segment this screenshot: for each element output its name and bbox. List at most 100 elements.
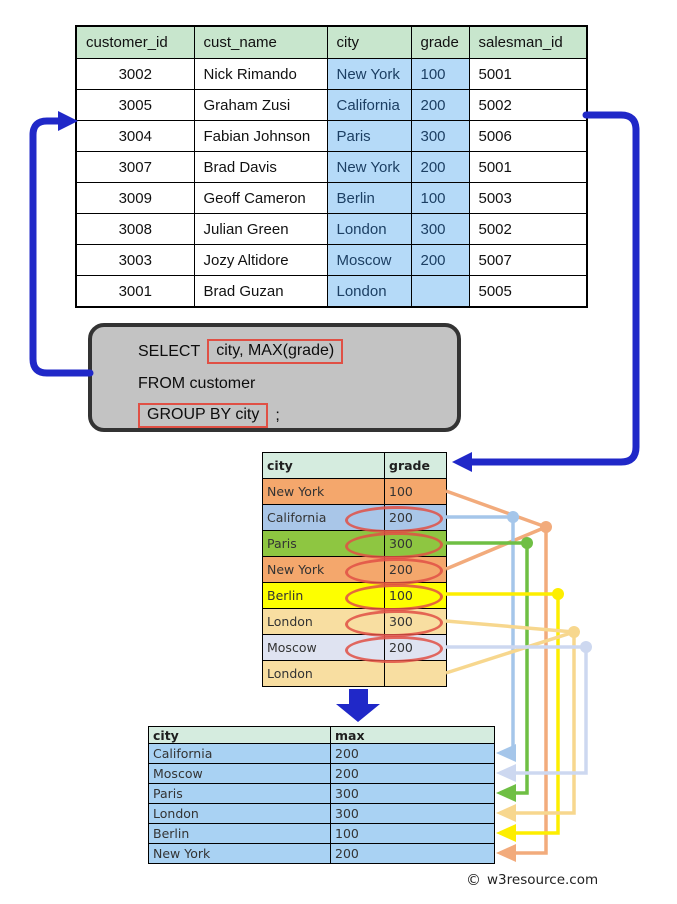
connector-california-arrowhead: [496, 744, 516, 762]
table-row: 3003 Jozy Altidore Moscow 200 5007: [75, 244, 588, 276]
cell-grade: 300: [410, 213, 470, 245]
table-row: Berlin 100: [148, 823, 495, 844]
table-row: Moscow 200: [148, 763, 495, 784]
cell-salesman-id: 5001: [468, 151, 588, 183]
connector-moscow-dot: [580, 641, 592, 653]
cell-city: Paris: [148, 783, 331, 804]
cell-city: London: [326, 275, 412, 308]
cell-max: 300: [330, 783, 495, 804]
cell-salesman-id: 5005: [468, 275, 588, 308]
connector-california-dot: [507, 511, 519, 523]
cell-grade: 200: [344, 504, 447, 534]
table-row: New York 100: [262, 478, 447, 505]
table-row: 3004 Fabian Johnson Paris 300 5006: [75, 120, 588, 152]
cell-grade: 200: [410, 89, 470, 121]
table-row: New York 200: [148, 843, 495, 864]
cell-city: California: [262, 504, 385, 531]
cell-salesman-id: 5002: [468, 89, 588, 121]
cell-grade: 100: [344, 582, 447, 612]
connector-london-dot: [568, 626, 580, 638]
table-row: 3002 Nick Rimando New York 100 5001: [75, 58, 588, 90]
cell-customer-id: 3004: [75, 120, 195, 152]
cell-grade: 300: [410, 120, 470, 152]
cell-grade: 300: [344, 530, 447, 560]
cell-city: New York: [262, 556, 385, 583]
connector-paris-arrowhead: [496, 784, 516, 802]
cell-grade: 200: [410, 151, 470, 183]
cell-city: Moscow: [262, 634, 385, 661]
cell-city: New York: [148, 843, 331, 864]
copyright-icon: ©: [466, 871, 481, 889]
table-row: 3008 Julian Green London 300 5002: [75, 213, 588, 245]
column-header-customer-id: customer_id: [75, 25, 195, 59]
column-header-max: max: [330, 726, 495, 744]
cell-cust-name: Jozy Altidore: [193, 244, 328, 276]
cell-city: London: [326, 213, 412, 245]
cell-max: 200: [330, 743, 495, 764]
cell-city: Berlin: [148, 823, 331, 844]
cell-grade: 100: [410, 58, 470, 90]
table-row: 3007 Brad Davis New York 200 5001: [75, 151, 588, 183]
cell-city: New York: [262, 478, 385, 505]
cell-cust-name: Brad Davis: [193, 151, 328, 183]
cell-city: Paris: [262, 530, 385, 557]
copyright-site: w3resource.com: [487, 872, 599, 888]
copyright-footer: © w3resource.com: [466, 871, 598, 889]
cell-cust-name: Nick Rimando: [193, 58, 328, 90]
cell-cust-name: Julian Green: [193, 213, 328, 245]
cell-city: London: [262, 660, 385, 687]
cell-city: Moscow: [148, 763, 331, 784]
cell-city: Paris: [326, 120, 412, 152]
table-row: Paris 300: [148, 783, 495, 804]
cell-city: California: [326, 89, 412, 121]
connector-newyork-arrowhead: [496, 844, 516, 862]
cell-salesman-id: 5007: [468, 244, 588, 276]
cell-city: Berlin: [326, 182, 412, 214]
cell-customer-id: 3007: [75, 151, 195, 183]
table-row: California 200: [148, 743, 495, 764]
sql-line-from: FROM customer: [138, 369, 457, 398]
cell-grade: [384, 660, 447, 687]
cell-grade: 200: [344, 556, 447, 586]
table-row: New York 200: [262, 556, 447, 586]
cell-city: London: [262, 608, 385, 635]
table-header-row: city max: [148, 726, 495, 744]
cell-city: Moscow: [326, 244, 412, 276]
connector-berlin-dot: [552, 588, 564, 600]
column-header-city: city: [262, 452, 385, 479]
sql-line-groupby: GROUP BY city ;: [138, 401, 457, 430]
cell-city: Berlin: [262, 582, 385, 609]
cell-grade: 300: [344, 608, 447, 638]
column-header-cust-name: cust_name: [193, 25, 328, 59]
flow-arrowhead-left-icon: [452, 452, 472, 472]
column-header-city: city: [148, 726, 331, 744]
table-row: Moscow 200: [262, 634, 447, 664]
cell-cust-name: Brad Guzan: [193, 275, 328, 308]
cell-salesman-id: 5006: [468, 120, 588, 152]
customer-source-table: customer_id cust_name city grade salesma…: [75, 25, 588, 308]
cell-grade: 100: [410, 182, 470, 214]
cell-grade: 200: [344, 634, 447, 664]
cell-max: 200: [330, 843, 495, 864]
cell-customer-id: 3009: [75, 182, 195, 214]
connector-berlin-arrowhead: [496, 824, 516, 842]
table-row: 3005 Graham Zusi California 200 5002: [75, 89, 588, 121]
flow-arrow-down-icon: [336, 689, 380, 722]
table-row: Paris 300: [262, 530, 447, 560]
cell-city: New York: [326, 151, 412, 183]
cell-cust-name: Geoff Cameron: [193, 182, 328, 214]
table-row: 3001 Brad Guzan London 5005: [75, 275, 588, 308]
column-header-city: city: [326, 25, 412, 59]
sql-from-clause: FROM customer: [138, 374, 256, 392]
cell-city: London: [148, 803, 331, 824]
cell-customer-id: 3005: [75, 89, 195, 121]
sql-query-box: SELECT city, MAX(grade) FROM customer GR…: [88, 323, 461, 432]
sql-line-select: SELECT city, MAX(grade): [138, 337, 457, 366]
cell-city: California: [148, 743, 331, 764]
connector-california: [446, 515, 515, 755]
cell-customer-id: 3002: [75, 58, 195, 90]
cell-max: 200: [330, 763, 495, 784]
table-header-row: city grade: [262, 452, 447, 479]
table-row: 3009 Geoff Cameron Berlin 100 5003: [75, 182, 588, 214]
